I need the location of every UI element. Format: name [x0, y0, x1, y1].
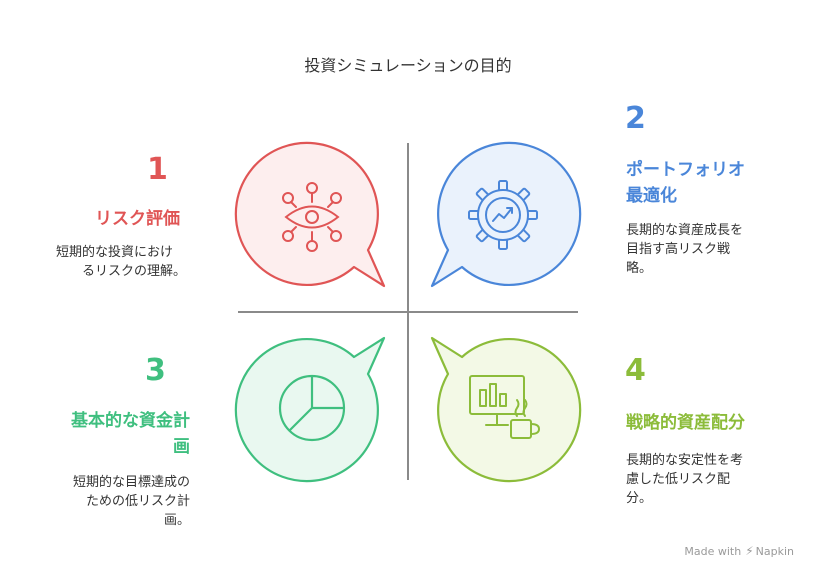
pie-chart-icon	[278, 374, 346, 442]
quadrant-1-heading: リスク評価	[95, 209, 180, 229]
monitor-coffee-icon	[469, 375, 540, 439]
quadrant-3-description: 短期的な目標達成の ための低リスク計 画。	[72, 475, 190, 528]
quadrant-4-heading: 戦略的資産配分	[626, 413, 745, 433]
quadrant-2-number: 2	[625, 101, 646, 136]
bubble-4	[430, 336, 582, 483]
quadrant-4-number: 4	[625, 353, 646, 388]
quadrant-3-number: 3	[145, 353, 166, 388]
quadrant-1-description: 短期的な投資におけ るリスクの理解。	[56, 245, 187, 279]
quadrant-3-heading: 基本的な資金計 画	[71, 411, 190, 457]
page-title: 投資シミュレーションの目的	[304, 56, 512, 75]
quadrant-4-description: 長期的な安定性を考 慮した低リスク配 分。	[626, 453, 744, 506]
gear-chart-icon	[468, 180, 538, 250]
made-with-napkin-footer[interactable]: Made with⚡Napkin	[684, 544, 794, 558]
napkin-logo-icon: ⚡	[745, 544, 754, 558]
quadrant-2-heading: ポートフォリオ 最適化	[626, 160, 745, 206]
network-eye-icon	[282, 182, 342, 252]
quadrant-1-number: 1	[147, 152, 168, 187]
quadrant-2-description: 長期的な資産成長を 目指す高リスク戦 略。	[626, 223, 744, 276]
bubble-1	[234, 141, 386, 288]
